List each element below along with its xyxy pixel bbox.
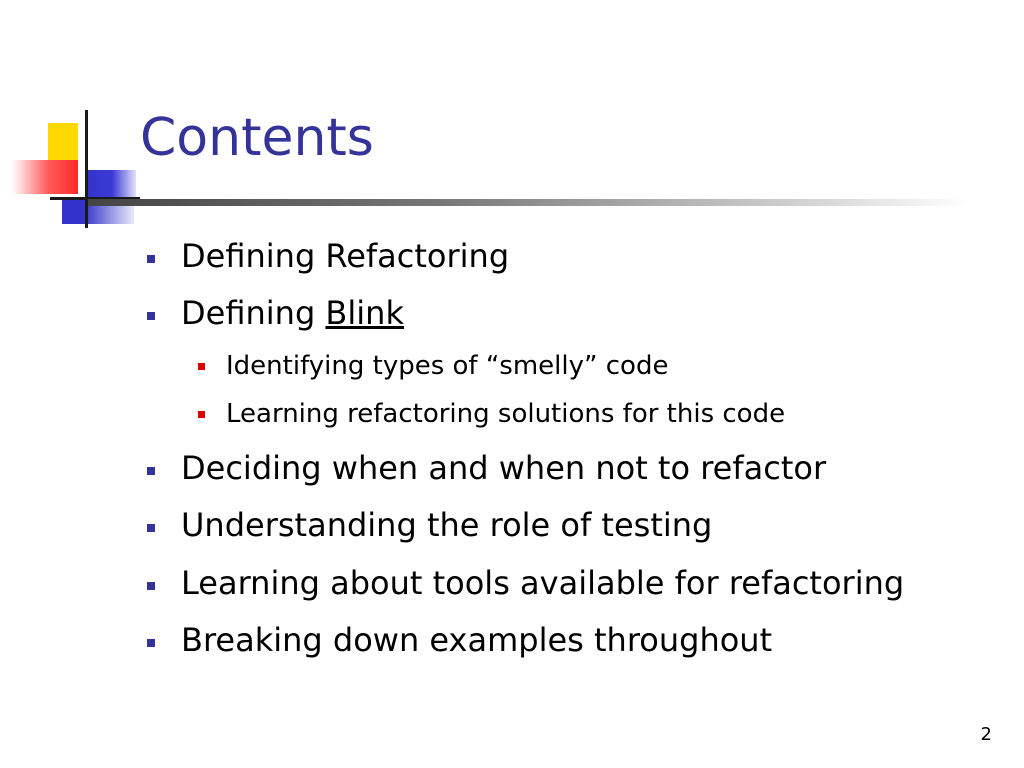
bullet-text: Learning about tools available for refac… (181, 564, 905, 602)
square-bullet-icon (147, 312, 155, 320)
page-number: 2 (980, 724, 992, 745)
bullet-item: Deciding when and when not to refactor (147, 449, 827, 487)
blue-square (88, 170, 136, 198)
slide-title: Contents (140, 108, 374, 168)
red-square (12, 160, 78, 194)
square-bullet-icon (147, 524, 155, 532)
bullet-item: Understanding the role of testing (147, 506, 713, 544)
sub-bullet-item: Learning refactoring solutions for this … (198, 399, 786, 429)
square-bullet-icon (147, 582, 155, 590)
sub-bullet-text: Identifying types of “smelly” code (226, 351, 669, 381)
sub-bullet-item: Identifying types of “smelly” code (198, 351, 669, 381)
bullet-item: Learning about tools available for refac… (147, 564, 905, 602)
square-bullet-icon (147, 639, 155, 647)
sub-bullet-text: Learning refactoring solutions for this … (226, 399, 786, 429)
square-bullet-icon (147, 467, 155, 475)
bullet-text: Defining (181, 294, 326, 332)
yellow-square (48, 123, 78, 165)
blink-link[interactable]: Blink (325, 294, 404, 332)
vertical-rule (85, 110, 88, 228)
bullet-text: Breaking down examples throughout (181, 621, 773, 659)
bullet-text: Deciding when and when not to refactor (181, 449, 827, 487)
square-bullet-icon (147, 255, 155, 263)
bullet-text: Defining Refactoring (181, 237, 510, 275)
square-bullet-icon (198, 411, 205, 418)
bullet-item: Defining Blink (147, 294, 404, 332)
square-bullet-icon (198, 363, 205, 370)
bullet-item: Breaking down examples throughout (147, 621, 773, 659)
logo-horizontal-rule (50, 197, 140, 200)
title-underline-rule (88, 199, 968, 206)
bullet-item: Defining Refactoring (147, 237, 510, 275)
bullet-text: Understanding the role of testing (181, 506, 713, 544)
